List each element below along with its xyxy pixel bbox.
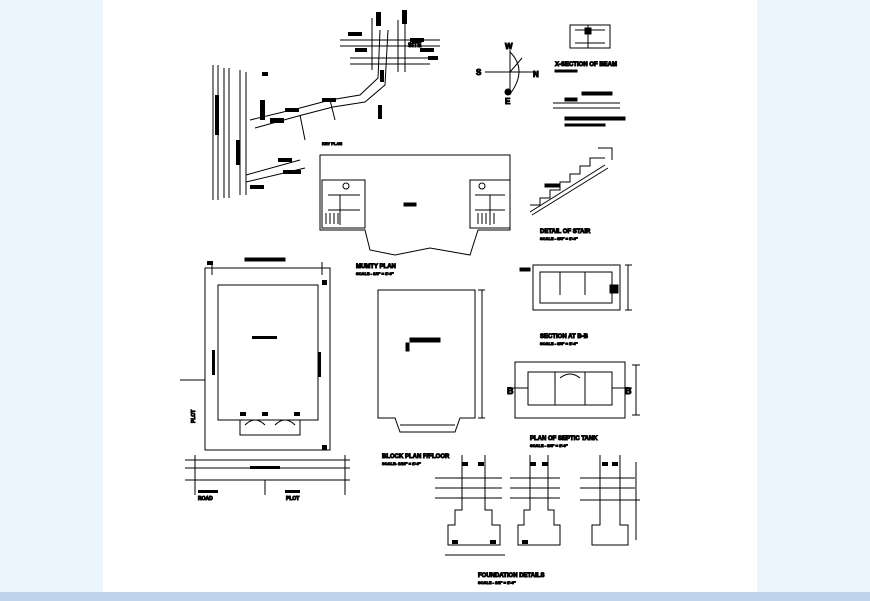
foundation-title: FOUNDATION DETAILS — [478, 573, 544, 579]
site-label: SITE — [408, 43, 421, 49]
block-plan-title: BLOCK PLAN F/FLOOR — [382, 454, 450, 460]
site-plan-dimension — [244, 257, 286, 262]
left-margin — [0, 0, 103, 601]
beam-section — [569, 24, 611, 49]
plot-label: PLOT — [191, 410, 197, 423]
compass-n: N — [533, 70, 539, 79]
detail-stair-scale: SCALE - 3/4" = 1'-0" — [540, 236, 578, 241]
section-bb — [532, 264, 632, 311]
site-plan-marks — [198, 261, 327, 493]
mumty-plan-scale: SCALE - 1/8" = 1'-0" — [356, 271, 394, 276]
road-label: ROAD — [198, 496, 213, 502]
mumty-plan-title: MUMTY PLAN — [356, 264, 396, 270]
right-margin — [757, 0, 870, 601]
key-plan-label: KEY PLAN — [322, 141, 342, 146]
mumty-plan — [319, 154, 511, 256]
b-left-marker: B — [507, 386, 514, 396]
foundation-details — [435, 455, 640, 556]
foundation-scale: SCALE - 1/2" = 1'-0" — [478, 580, 516, 585]
section-bb-title: SECTION AT B-B — [540, 334, 589, 340]
compass-icon — [485, 50, 538, 96]
block-plan-scale: SCALE- 1/16" = 1'-0" — [382, 461, 421, 466]
slab-reinforcement — [553, 91, 620, 109]
slab-label-bar — [564, 116, 626, 121]
slab-scale-bar — [564, 123, 606, 127]
section-bb-scale: SCALE - 3/4" = 1'-0" — [540, 341, 578, 346]
block-plan-label-bar — [409, 337, 441, 343]
compass-s: S — [476, 68, 482, 77]
foundation-hatch — [452, 462, 618, 544]
stair-detail — [529, 147, 613, 216]
key-plan-map — [212, 18, 440, 200]
x-section-scale-bar — [554, 69, 578, 73]
detail-stair-title: DETAIL OF STAIR — [540, 229, 591, 235]
septic-tank-scale: SCALE - 3/4" = 1'-0" — [530, 443, 568, 448]
cad-drawing: SITE KEY PLAN W S N E X-SECTION OF BEAM — [180, 10, 640, 586]
site-plan — [180, 262, 350, 495]
x-section-title: X-SECTION OF BEAM — [555, 62, 617, 68]
key-plan-blocks — [215, 10, 438, 189]
b-right-marker: B — [625, 386, 632, 396]
stair-label-bar — [544, 183, 560, 188]
septic-tank-title: PLAN OF SEPTIC TANK — [530, 436, 598, 442]
block-plan-mark — [405, 342, 410, 352]
drawing-sheet: SITE KEY PLAN W S N E X-SECTION OF BEAM — [103, 0, 757, 592]
mumty-room-label — [403, 202, 417, 207]
compass-w: W — [505, 42, 513, 51]
section-bb-block — [609, 284, 619, 294]
bottom-scrollbar-strip — [0, 592, 870, 601]
compass-e: E — [505, 97, 511, 106]
plot2-label: PLOT — [286, 496, 299, 502]
block-plan — [377, 289, 485, 433]
septic-tank-plan — [508, 361, 640, 419]
section-bb-mark — [519, 267, 531, 272]
